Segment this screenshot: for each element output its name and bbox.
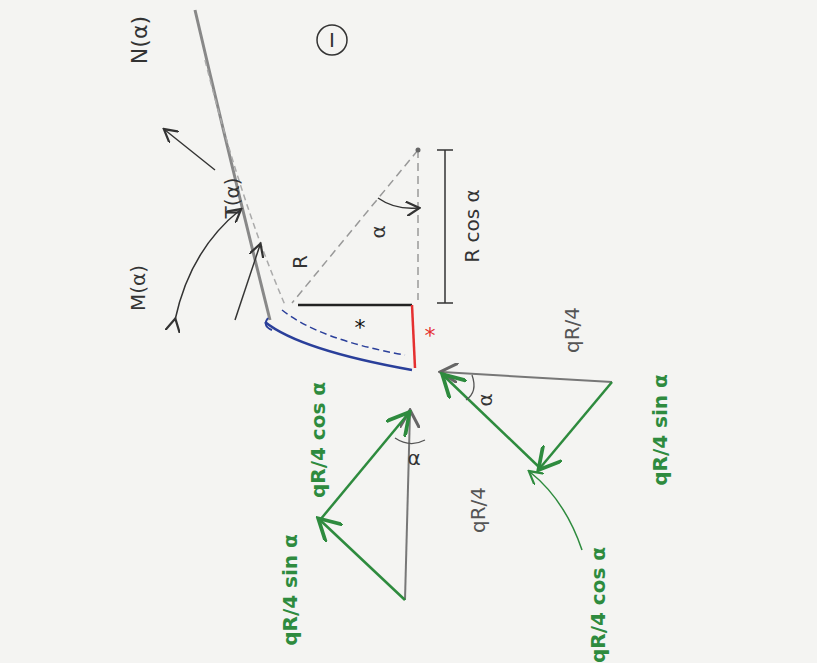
component-label: qR/4 sin α [279,534,301,646]
force-label: N(α) [128,16,152,64]
angle-label: α [367,225,389,238]
component-label: qR/4 sin α [649,374,671,486]
region-number: I [329,29,335,51]
angle-label: α [407,447,420,469]
component-label: qR/4 cos α [307,382,329,498]
marker: * [425,324,436,348]
angle-label: α [474,393,496,406]
dimension-label: R cos α [461,189,483,262]
force-label: qR/4 [561,307,583,353]
force-label: qR/4 [467,487,489,533]
force-label: T(α) [221,177,243,218]
dimension-label: R [289,255,311,269]
component-label: qR/4 cos α [587,547,609,663]
marker: * [355,316,366,340]
moment-label: M(α) [127,265,149,311]
